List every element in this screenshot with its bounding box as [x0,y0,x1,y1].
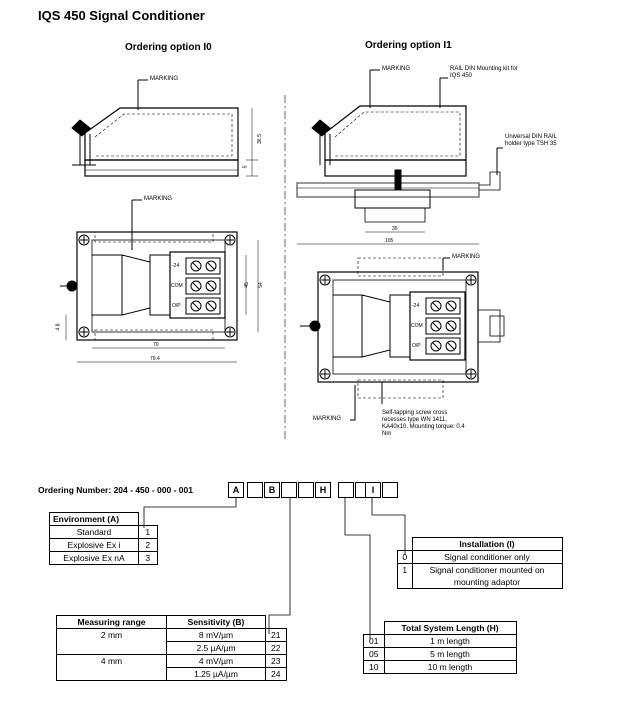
page-title: IQS 450 Signal Conditioner [38,8,205,23]
ordering-prefix: 204 - 450 - 000 - 001 [113,485,193,495]
i1-marking-label: MARKING [382,66,411,72]
i1-holder-label: Universal DIN RAIL holder type TSH 35 [505,134,557,147]
code-box-i: I [365,482,381,498]
i0-top-view [60,199,259,363]
code-box-blank [247,482,263,498]
i1-rail-kit-label: RAIL DIN Mounting kit for IQS 450 [450,66,518,79]
i0-dim-small: 5 [242,165,249,169]
i0-side-view [71,79,258,177]
i1-terminal-label: O/P [412,343,421,349]
i0-terminal-label: COM [171,283,183,289]
code-box-blank [281,482,297,498]
code-box-b: B [264,482,280,498]
ordering-connectors [143,497,406,640]
i0-dim-45: 45 [243,282,250,288]
i0-terminal-label: O/P [172,303,181,309]
i1-terminal-label: -24 [412,303,420,309]
code-box-h: H [315,482,331,498]
ordering-number: Ordering Number: 204 - 450 - 000 - 001 [38,485,193,495]
i0-dim-54: 54 [257,282,264,288]
i1-top-marking-label: MARKING [452,254,481,260]
option-i1-heading: Ordering option I1 [365,40,452,51]
environment-header: Environment (A) [49,512,139,526]
code-box-blank [298,482,314,498]
i1-side-view [296,69,503,245]
i0-dim-79: 79.4 [150,356,160,362]
i0-terminal-label: -24 [172,263,180,269]
i1-dim-35: 35 [392,226,398,232]
i0-top-marking-label: MARKING [144,196,173,202]
i1-screw-note: Self-tapping screw cross recesses type W… [382,410,465,437]
i1-top-view [300,257,505,421]
code-box-blank [382,482,398,498]
i1-terminal-label: COM [411,323,423,329]
code-box-a: A [228,482,244,498]
i0-dim-70: 70 [153,342,159,348]
ordering-label: Ordering Number: [38,485,112,495]
installation-header: Installation (I) [411,537,563,551]
i0-side-marking-label: MARKING [150,76,179,82]
i0-dim-height: 36.5 [256,134,263,144]
i1-bottom-marking-label: MARKING [313,416,342,422]
length-header: Total System Length (H) [383,621,517,635]
option-i0-heading: Ordering option I0 [125,42,212,53]
i1-dim-105: 105 [385,238,394,244]
i0-dim-48: 4.8 [55,323,62,331]
code-box-blank [338,482,354,498]
